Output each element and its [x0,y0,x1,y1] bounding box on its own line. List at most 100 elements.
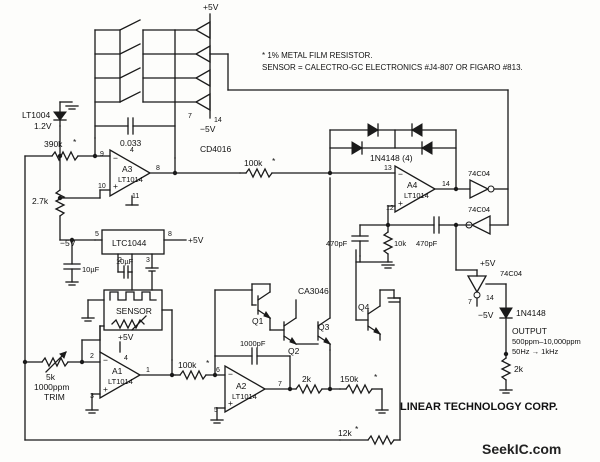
a3-pin9: 9 [100,151,104,158]
cd4016-part-label: CD4016 [200,144,231,154]
r100k-top-label: 100k [244,158,263,168]
r2k-label: 2k [302,374,312,384]
q4-label: Q4 [358,302,370,312]
resistor-2k: 2k [289,349,341,395]
r10k-label: 10k [394,239,406,248]
a2-pin5: 5 [214,407,218,414]
cd4016-pin14: 14 [214,117,222,124]
capacitor-1000pf-label: 1000pF [240,339,266,348]
trim-tc-label: 1000ppm [34,382,69,392]
ca3046-part-label: CA3046 [298,286,329,296]
ltc1044-pin5: 5 [95,231,99,238]
opamp-a1: − + A1 LT1014 2 3 1 4 +5V [85,309,176,414]
r12k-star: * [355,424,359,434]
a3-pin4: 4 [130,147,134,154]
resistor-150k: 150k * [339,372,389,414]
trim-value-label: 5k [46,372,56,382]
ltc1044-vplus-label: +5V [188,235,204,245]
output-stage: 1N4148 2k OUTPUT 500ppm–10,000ppm 50Hz →… [499,283,581,394]
ltc1044-pin2: 2 [118,257,122,264]
a4-pin12: 12 [386,205,394,212]
gas-sensor: SENSOR [81,271,173,353]
a3-pin11: 11 [132,193,139,200]
transistor-q1: Q1 [251,283,272,326]
r2k7-label: 2.7k [32,196,49,206]
a1-pin4: 4 [124,355,128,362]
r150k-star: * [374,372,378,382]
trim-potentiometer: 5k 1000ppm TRIM [24,325,101,402]
r100k-a1-label: 100k [178,360,197,370]
switch-row-1 [94,19,176,31]
ltc1044-part-label: LTC1044 [112,238,147,248]
inverter-2: 74C04 [465,205,509,236]
switch-row-2 [94,43,176,55]
a2-part-label: LT1014 [232,392,257,401]
company-name: LINEAR TECHNOLOGY CORP. [400,401,558,413]
ltc1044-pin8: 8 [168,231,172,238]
ltc1044-pin3: 3 [146,257,150,264]
a1-pin1: 1 [146,367,150,374]
cd4016-vplus-label: +5V [203,2,219,12]
lt1004-reference: LT1004 1.2V [22,101,79,131]
opamp-a4: − + A4 LT1014 13 12 14 [384,164,471,226]
output-range: 500ppm–10,000ppm [512,337,581,346]
lt1004-part-label: LT1004 [22,110,50,120]
a1-inv-symbol: − [103,355,108,365]
capacitor-470pf-b-label: 470pF [416,239,438,248]
a1-noninv-symbol: + [103,384,108,394]
output-diode-label: 1N4148 [516,308,546,318]
inverter-pin7: 7 [468,299,472,306]
a4-pin13: 13 [384,165,392,172]
lt1004-voltage-label: 1.2V [34,121,52,131]
a2-ref-label: A2 [236,381,247,391]
diode-bridge: 1N4148 (4) [329,123,457,190]
opamp-a3: − + A3 LT1014 9 10 8 11 4 [59,137,241,206]
a3-part-label: LT1014 [118,175,143,184]
a4-inv-symbol: − [398,169,403,179]
transistor-q3: Q3 [295,177,332,351]
a3-inv-symbol: − [113,153,118,163]
q2-label: Q2 [288,346,300,356]
capacitor-033-label: 0.033 [120,138,142,148]
cd4016-switch-bank: 0.033 +5V 14 −5V 7 CD4016 [94,2,509,159]
capacitor-10uf-rail: 10µF [63,237,100,286]
cd4016-pin7: 7 [188,113,192,120]
footnote-line-2: SENSOR = CALECTRO-GC ELECTRONICS #J4-807… [262,63,523,72]
trim-label: TRIM [44,392,65,402]
r150k-label: 150k [340,374,359,384]
a1-vplus-label: +5V [118,332,134,342]
inverter-3-label: 74C04 [500,269,522,278]
r390k-star: * [73,137,77,147]
a3-ref-label: A3 [122,164,133,174]
opamp-a2: − + A2 LT1014 6 5 7 1000pF [210,289,293,424]
switch-drivers [174,13,509,119]
sensor-label: SENSOR [116,306,152,316]
cd4016-vminus-label: −5V [200,124,216,134]
a3-pin8: 8 [156,165,160,172]
a4-noninv-symbol: + [398,198,403,208]
a1-part-label: LT1014 [108,377,133,386]
ltc1044-converter: LTC1044 5 8 2 3 +5V 10µF [94,229,204,279]
capacitor-033: 0.033 [94,117,176,148]
q1-label: Q1 [252,316,264,326]
ltc1044-cap-label: 10µF [116,257,134,266]
resistor-12k: 12k * [338,297,401,446]
a3-pin10: 10 [98,183,106,190]
a1-ref-label: A1 [112,366,123,376]
r12k-label: 12k [338,428,352,438]
a4-pin14: 14 [442,181,450,188]
watermark-text: SeekIC.com [482,441,561,457]
r390k-label: 390k [44,139,63,149]
capacitor-470pf-a-label: 470pF [326,239,348,248]
a2-inv-symbol: − [228,369,233,379]
inverter-vplus-label: +5V [480,258,496,268]
inverter-1-label: 74C04 [468,169,490,178]
r100k-top-star: * [272,156,276,166]
inverter-2-label: 74C04 [468,205,490,214]
inverter-pin14: 14 [486,295,494,302]
r2k-out-label: 2k [514,364,524,374]
resistor-2k7: 2.7k −5V [32,155,96,248]
a1-pin2: 2 [90,353,94,360]
a4-ref-label: A4 [407,180,418,190]
